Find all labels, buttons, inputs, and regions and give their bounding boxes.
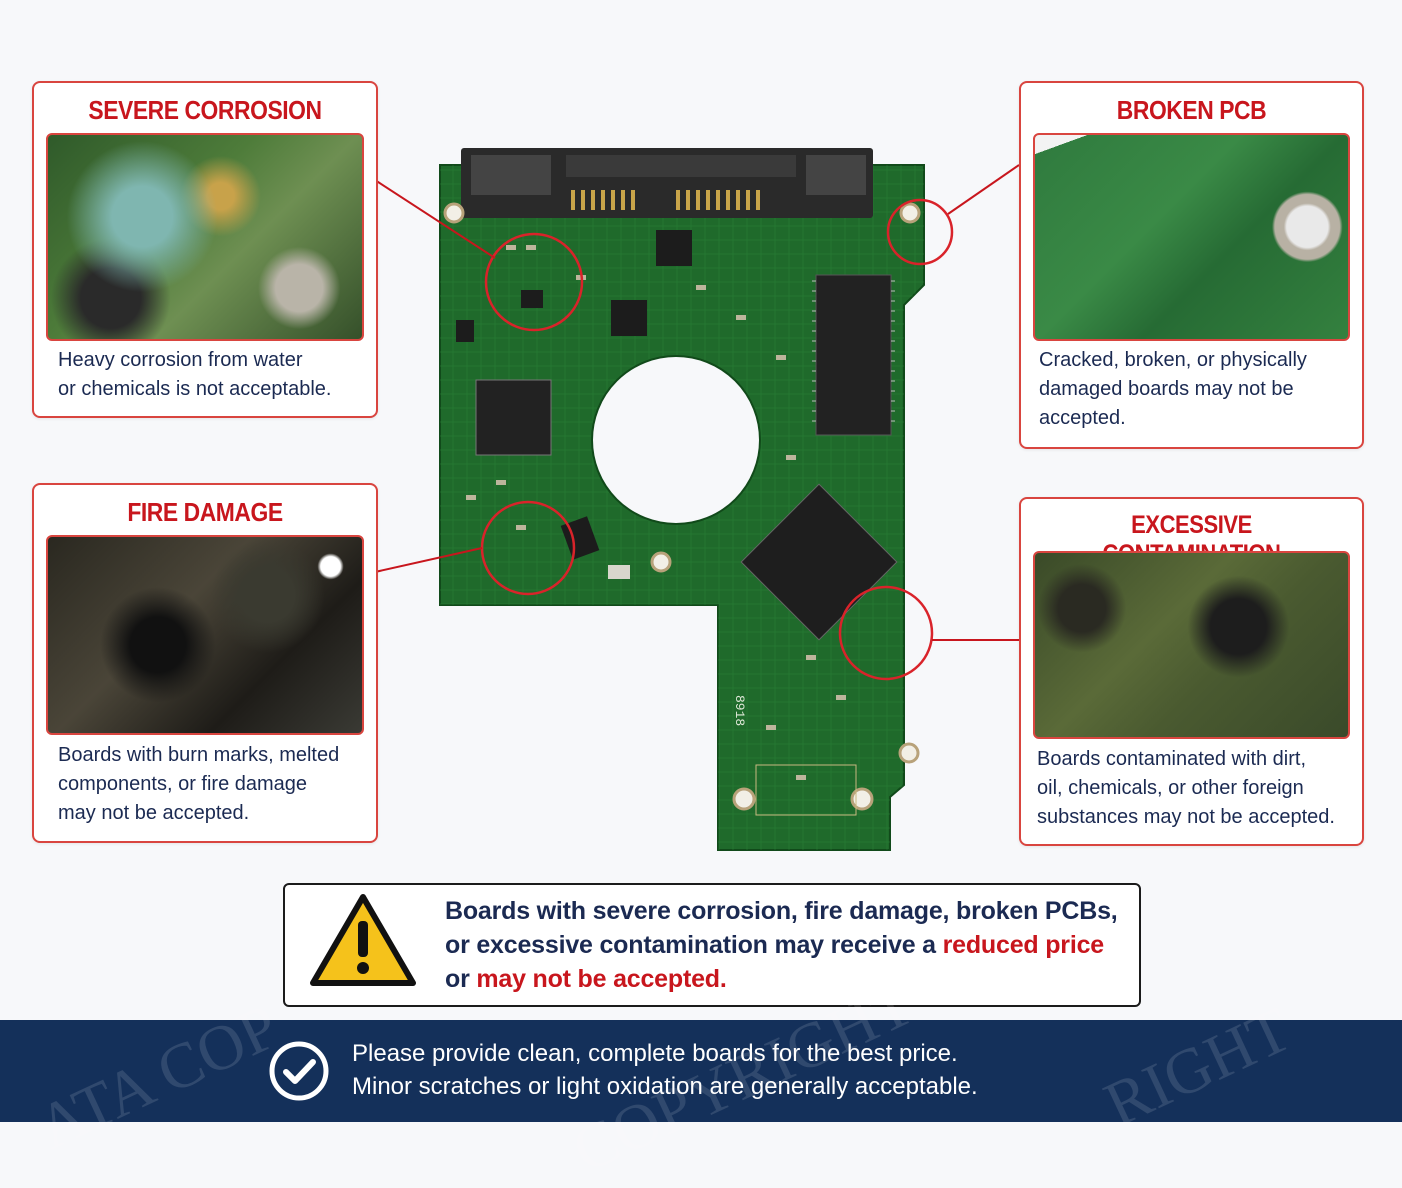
- contamination-photo: [1033, 551, 1350, 739]
- fire-line-3: may not be accepted.: [58, 802, 250, 824]
- motor-driver-chip: [475, 379, 552, 456]
- corrosion-photo: [46, 133, 364, 341]
- corrosion-card: SEVERE CORROSION Heavy corrosion from wa…: [32, 81, 378, 418]
- pcb-silkscreen-label: 8918: [732, 695, 747, 726]
- fire-line-2: components, or fire damage: [58, 773, 308, 795]
- corrosion-highlight: [484, 232, 584, 332]
- broken-card: BROKEN PCB Cracked, broken, or physicall…: [1019, 81, 1364, 449]
- warning-line-2: or excessive contamination may receive a…: [445, 931, 1104, 960]
- callout-lines: [374, 164, 1020, 641]
- broken-photo: [1033, 133, 1350, 341]
- broken-description: Cracked, broken, or physically damaged b…: [1039, 346, 1349, 433]
- broken-line-1: Cracked, broken, or physically: [1039, 349, 1307, 371]
- broken-highlight: [886, 198, 954, 266]
- fire-card: FIRE DAMAGE Boards with burn marks, melt…: [32, 483, 378, 843]
- footer-line-2: Minor scratches or light oxidation are g…: [352, 1073, 978, 1100]
- broken-line-2: damaged boards may not be: [1039, 378, 1294, 400]
- fire-line-1: Boards with burn marks, melted: [58, 744, 340, 766]
- warning-line-1: Boards with severe corrosion, fire damag…: [445, 897, 1118, 925]
- not-accepted-highlight: may not be accepted.: [476, 965, 727, 993]
- contamination-line-1: Boards contaminated with dirt,: [1037, 748, 1307, 770]
- pcb-illustration: 8918: [439, 148, 954, 851]
- spindle-hole: [591, 355, 761, 525]
- footer-line-1: Please provide clean, complete boards fo…: [352, 1040, 958, 1067]
- reduced-price-highlight: reduced price: [942, 931, 1105, 959]
- fire-title: FIRE DAMAGE: [127, 497, 283, 527]
- corrosion-description: Heavy corrosion from water or chemicals …: [58, 346, 368, 404]
- contamination-line-3: substances may not be accepted.: [1037, 806, 1335, 828]
- fire-description: Boards with burn marks, melted component…: [58, 741, 368, 828]
- fire-photo: [46, 535, 364, 735]
- contamination-line-2: oil, chemicals, or other foreign: [1037, 777, 1304, 799]
- memory-chip: [815, 274, 892, 436]
- footer-bar: Please provide clean, complete boards fo…: [0, 967, 1402, 1186]
- check-circle-icon: [269, 1041, 329, 1101]
- warning-icon: [310, 894, 416, 986]
- broken-line-3: accepted.: [1039, 407, 1126, 429]
- warning-line-2-text: or excessive contamination may receive a: [445, 931, 943, 959]
- corrosion-title: SEVERE CORROSION: [88, 95, 322, 125]
- warning-line-3: or may not be accepted.: [445, 965, 727, 994]
- pcb-image: 8918: [376, 135, 1022, 855]
- controller-chip: [740, 483, 898, 641]
- warning-line-3-text: or: [445, 965, 477, 993]
- warning-box: Boards with severe corrosion, fire damag…: [283, 883, 1141, 1007]
- broken-title: BROKEN PCB: [1116, 95, 1267, 125]
- corrosion-line-2: or chemicals is not acceptable.: [58, 378, 332, 400]
- contamination-highlight: [838, 585, 934, 681]
- contamination-card: EXCESSIVE CONTAMINATION Boards contamina…: [1019, 497, 1364, 846]
- contamination-description: Boards contaminated with dirt, oil, chem…: [1037, 745, 1357, 832]
- corrosion-line-1: Heavy corrosion from water: [58, 349, 303, 371]
